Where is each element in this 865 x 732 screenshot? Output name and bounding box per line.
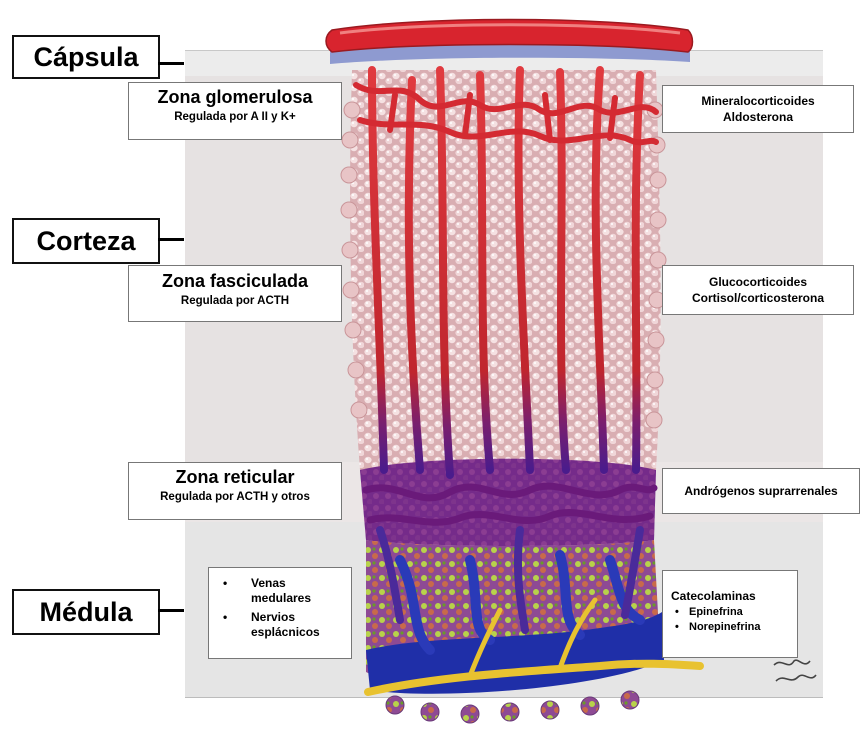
medula-label: Médula <box>12 589 160 635</box>
zona-reticular-title: Zona reticular <box>129 467 341 488</box>
glucocorticoides-box: Glucocorticoides Cortisol/corticosterona <box>662 265 854 315</box>
mineralocorticoides-text: Mineralocorticoides <box>663 93 853 109</box>
catecolamina-item: Norepinefrina <box>675 620 791 635</box>
medula-pointer <box>158 609 184 612</box>
medulla-structure-item: Venas medulares <box>223 576 345 606</box>
aldosterona-text: Aldosterona <box>663 109 853 125</box>
mineralocorticoides-box: Mineralocorticoides Aldosterona <box>662 85 854 133</box>
capsula-label: Cápsula <box>12 35 160 79</box>
corteza-label: Corteza <box>12 218 160 264</box>
medulla-structures-box: Venas medulares Nervios esplácnicos <box>208 567 352 659</box>
venas-medulares-text: Venas medulares <box>251 576 311 605</box>
corteza-pointer <box>158 238 184 241</box>
glucocorticoides-text: Glucocorticoides <box>663 274 853 290</box>
androgenos-box: Andrógenos suprarrenales <box>662 468 860 514</box>
epinefrina-text: Epinefrina <box>689 606 743 618</box>
zona-fasciculada-regulation: Regulada por ACTH <box>129 295 341 307</box>
zona-fasciculada-title: Zona fasciculada <box>129 271 341 292</box>
catecolamina-item: Epinefrina <box>675 605 791 620</box>
catecolaminas-title: Catecolaminas <box>671 589 791 603</box>
zona-reticular-box: Zona reticular Regulada por ACTH y otros <box>128 462 342 520</box>
medulla-structure-item: Nervios esplácnicos <box>223 610 345 640</box>
zona-glomerulosa-regulation: Regulada por A II y K+ <box>129 111 341 123</box>
cortisol-text: Cortisol/corticosterona <box>663 290 853 306</box>
zona-fasciculada-box: Zona fasciculada Regulada por ACTH <box>128 265 342 322</box>
artist-signature-icon <box>770 655 820 689</box>
catecolaminas-box: Catecolaminas Epinefrina Norepinefrina <box>662 570 798 658</box>
nervios-esplacnicos-text: Nervios esplácnicos <box>251 610 320 639</box>
zona-glomerulosa-title: Zona glomerulosa <box>129 87 341 108</box>
norepinefrina-text: Norepinefrina <box>689 621 761 633</box>
zona-reticular-regulation: Regulada por ACTH y otros <box>129 491 341 503</box>
zona-glomerulosa-box: Zona glomerulosa Regulada por A II y K+ <box>128 82 342 140</box>
androgenos-text: Andrógenos suprarrenales <box>684 483 837 499</box>
capsula-pointer <box>158 62 184 65</box>
